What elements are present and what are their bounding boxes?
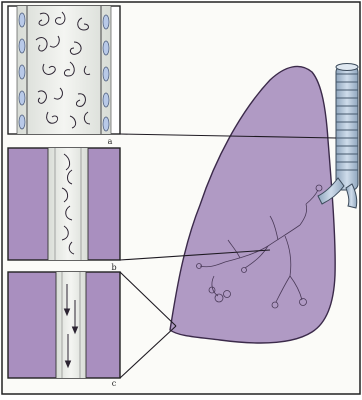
panel-a: a	[8, 6, 120, 146]
panel-c: c	[8, 272, 120, 388]
panel-b: b	[8, 148, 120, 272]
panel-label-b: b	[111, 263, 116, 272]
panel-label-a: a	[108, 137, 113, 146]
panel-label-c: c	[112, 379, 117, 388]
